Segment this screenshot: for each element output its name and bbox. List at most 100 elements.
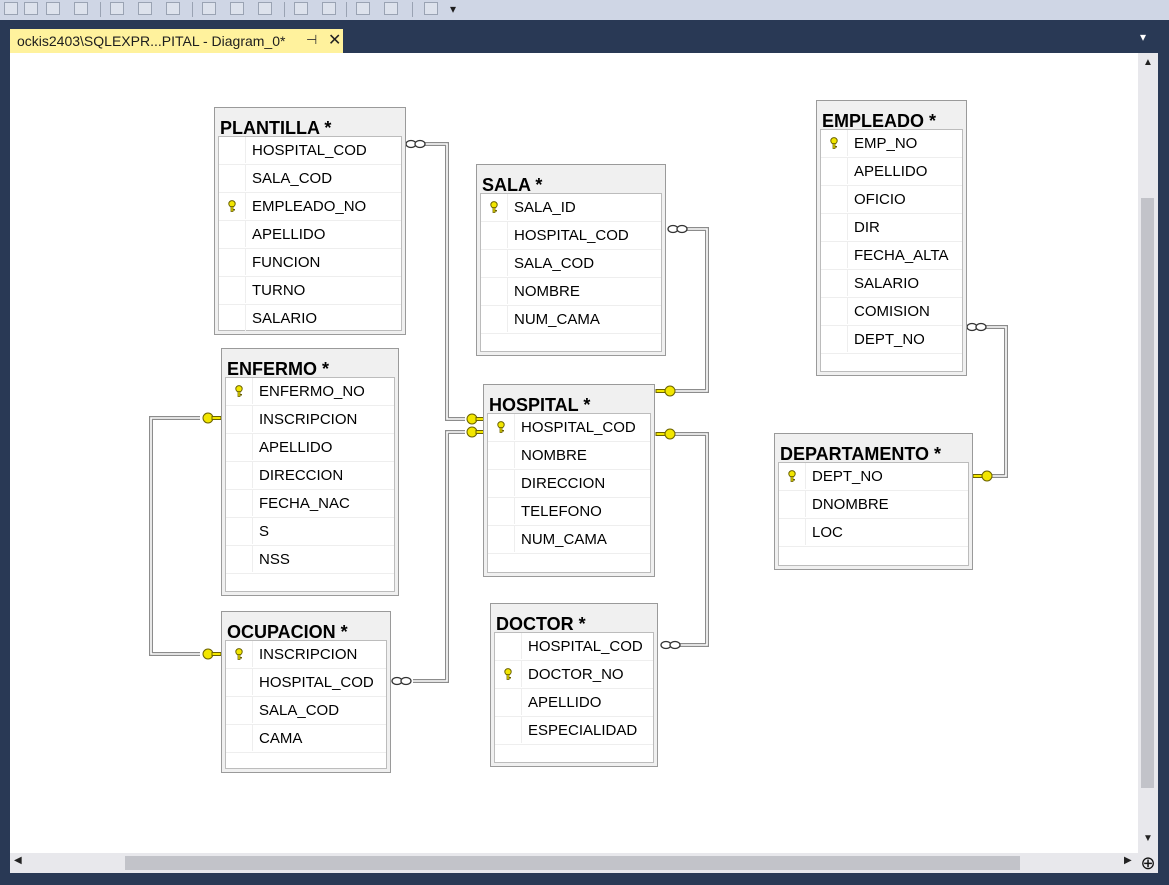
column-row[interactable]: EMPLEADO_NO <box>219 193 401 221</box>
column-row[interactable]: TURNO <box>219 277 401 305</box>
scroll-right-button[interactable]: ▶ <box>1124 855 1132 866</box>
column-row[interactable]: ESPECIALIDAD <box>495 717 653 745</box>
view-icon[interactable] <box>258 2 272 15</box>
scroll-up-button[interactable]: ▲ <box>1143 57 1153 68</box>
column-row[interactable]: APELLIDO <box>495 689 653 717</box>
column-row[interactable]: CAMA <box>226 725 386 753</box>
row-selector[interactable] <box>219 277 246 303</box>
column-row[interactable]: HOSPITAL_COD <box>226 669 386 697</box>
column-row[interactable]: DIR <box>821 214 962 242</box>
vertical-scrollbar[interactable]: ▲ ▼ <box>1138 53 1158 853</box>
row-selector[interactable] <box>219 165 246 191</box>
row-selector[interactable] <box>821 242 848 268</box>
layout-icon[interactable] <box>24 2 38 15</box>
column-row[interactable]: INSCRIPCION <box>226 641 386 669</box>
manage-indexes-icon[interactable] <box>110 2 124 15</box>
column-row[interactable]: EMP_NO <box>821 130 962 158</box>
column-row[interactable]: NUM_CAMA <box>481 306 661 334</box>
vertical-scroll-thumb[interactable] <box>1141 198 1154 788</box>
row-selector[interactable] <box>226 697 253 723</box>
column-row[interactable]: FECHA_ALTA <box>821 242 962 270</box>
column-row[interactable]: APELLIDO <box>226 434 394 462</box>
add-related-icon[interactable] <box>202 2 216 15</box>
row-selector[interactable] <box>226 518 253 544</box>
row-selector[interactable] <box>219 193 246 219</box>
table-icon[interactable] <box>138 2 152 15</box>
column-row[interactable]: COMISION <box>821 298 962 326</box>
close-icon[interactable]: ✕ <box>328 32 342 49</box>
column-row[interactable]: SALA_COD <box>481 250 661 278</box>
column-row[interactable]: NOMBRE <box>481 278 661 306</box>
row-selector[interactable] <box>481 278 508 304</box>
column-row[interactable]: SALARIO <box>219 305 401 333</box>
row-selector[interactable] <box>226 462 253 488</box>
row-selector[interactable] <box>226 490 253 516</box>
row-selector[interactable] <box>779 463 806 489</box>
column-row[interactable]: LOC <box>779 519 968 547</box>
tab-diagram[interactable]: ockis2403\SQLEXPR...PITAL - Diagram_0* ⊣… <box>10 29 343 53</box>
toolbar-overflow-button[interactable]: ▾ <box>450 2 457 16</box>
column-row[interactable]: SALARIO <box>821 270 962 298</box>
column-row[interactable]: NUM_CAMA <box>488 526 650 554</box>
column-row[interactable]: INSCRIPCION <box>226 406 394 434</box>
row-selector[interactable] <box>481 306 508 332</box>
column-row[interactable]: DIRECCION <box>226 462 394 490</box>
pan-icon[interactable]: ⊕ <box>1138 853 1158 873</box>
pin-icon[interactable]: ⊣ <box>306 32 318 47</box>
save-icon[interactable] <box>46 2 60 15</box>
column-row[interactable]: FUNCION <box>219 249 401 277</box>
column-row[interactable]: DOCTOR_NO <box>495 661 653 689</box>
row-selector[interactable] <box>495 689 522 715</box>
horizontal-scrollbar[interactable]: ◀ ▶ <box>10 853 1138 873</box>
row-selector[interactable] <box>226 641 253 667</box>
row-selector[interactable] <box>226 725 253 751</box>
row-selector[interactable] <box>488 442 515 468</box>
row-selector[interactable] <box>488 526 515 552</box>
column-row[interactable]: SALA_COD <box>226 697 386 725</box>
grid-icon[interactable] <box>294 2 308 15</box>
row-selector[interactable] <box>226 406 253 432</box>
column-row[interactable]: TELEFONO <box>488 498 650 526</box>
row-selector[interactable] <box>821 270 848 296</box>
edit-icon[interactable] <box>4 2 18 15</box>
row-selector[interactable] <box>821 326 848 352</box>
column-row[interactable]: NOMBRE <box>488 442 650 470</box>
column-row[interactable]: APELLIDO <box>821 158 962 186</box>
row-selector[interactable] <box>495 661 522 687</box>
column-row[interactable]: HOSPITAL_COD <box>488 414 650 442</box>
add-table-icon[interactable] <box>166 2 180 15</box>
row-selector[interactable] <box>488 470 515 496</box>
row-selector[interactable] <box>488 414 515 440</box>
column-row[interactable]: APELLIDO <box>219 221 401 249</box>
row-selector[interactable] <box>219 221 246 247</box>
row-selector[interactable] <box>226 546 253 572</box>
row-selector[interactable] <box>219 249 246 275</box>
zoom-icon[interactable] <box>424 2 438 15</box>
column-row[interactable]: ENFERMO_NO <box>226 378 394 406</box>
arrange-icon[interactable] <box>230 2 244 15</box>
align-icon[interactable] <box>322 2 336 15</box>
column-row[interactable]: HOSPITAL_COD <box>481 222 661 250</box>
horizontal-scroll-thumb[interactable] <box>125 856 1020 870</box>
row-selector[interactable] <box>219 305 246 331</box>
column-row[interactable]: DEPT_NO <box>821 326 962 354</box>
row-selector[interactable] <box>226 378 253 404</box>
row-selector[interactable] <box>226 434 253 460</box>
column-row[interactable]: OFICIO <box>821 186 962 214</box>
column-row[interactable]: DNOMBRE <box>779 491 968 519</box>
relationship-icon[interactable] <box>74 2 88 15</box>
row-selector[interactable] <box>821 158 848 184</box>
column-row[interactable]: SALA_ID <box>481 194 661 222</box>
column-row[interactable]: HOSPITAL_COD <box>219 137 401 165</box>
scroll-left-button[interactable]: ◀ <box>14 855 22 866</box>
scroll-down-button[interactable]: ▼ <box>1143 833 1153 844</box>
row-selector[interactable] <box>226 669 253 695</box>
